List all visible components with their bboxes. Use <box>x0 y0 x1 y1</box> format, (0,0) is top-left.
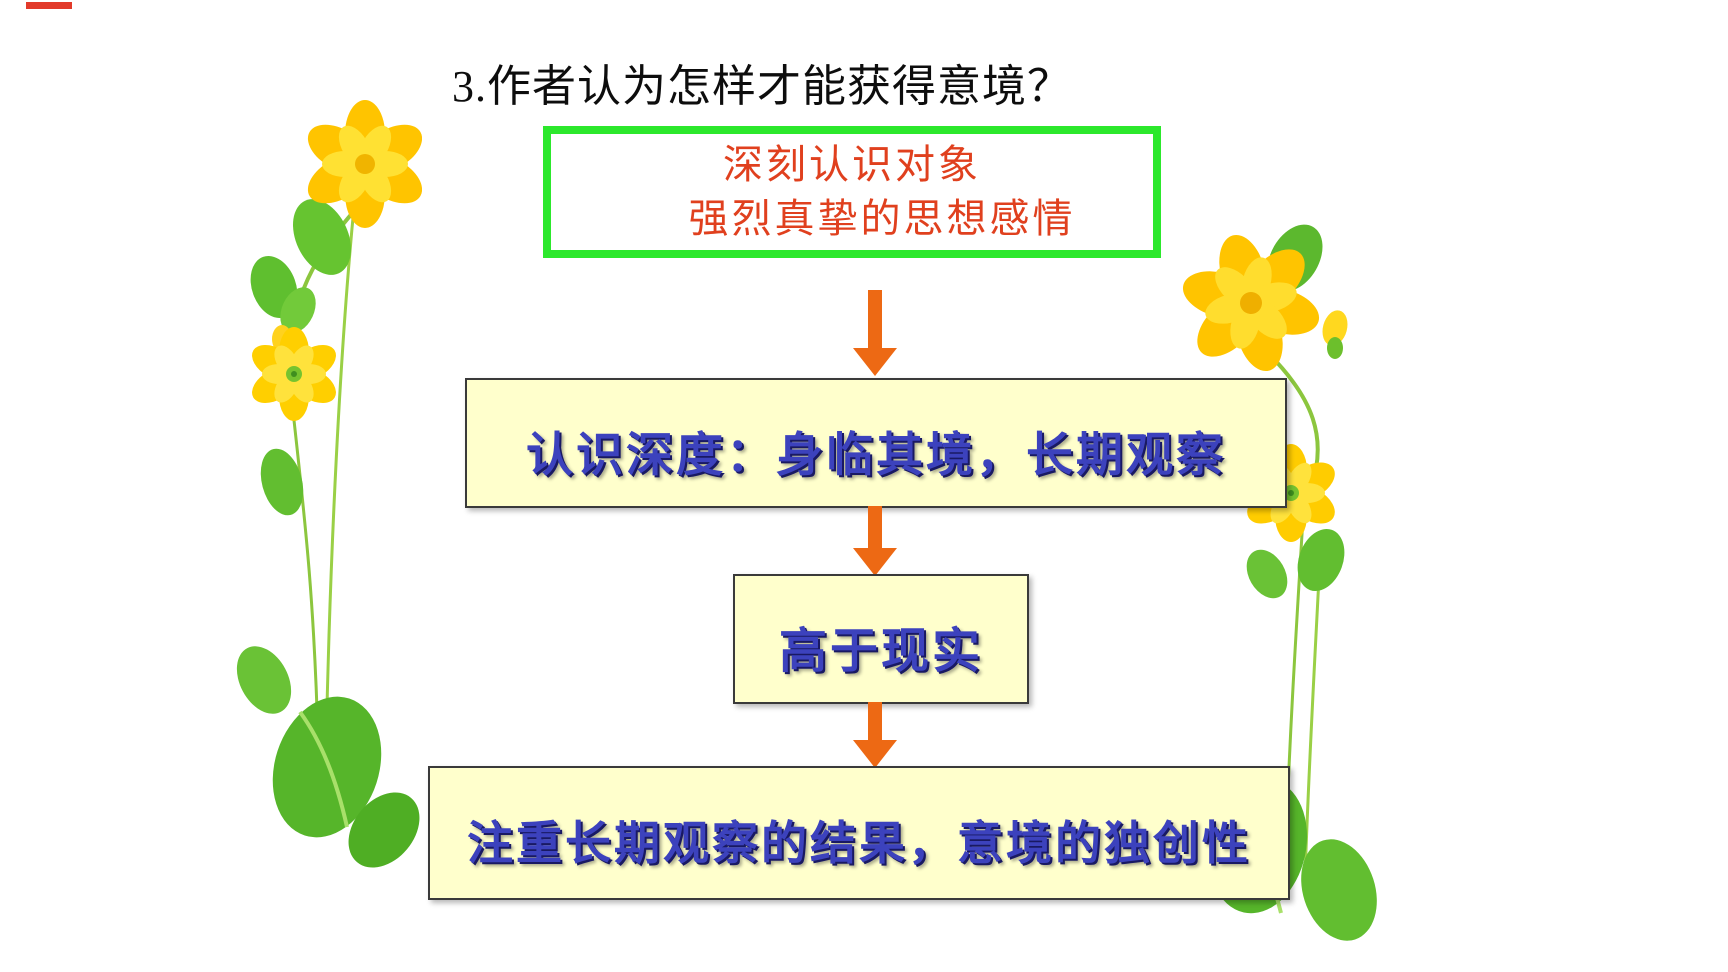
flower-vine-left-graphic <box>236 100 423 868</box>
prerequisite-box: 深刻认识对象 强烈真挚的思想感情 <box>543 126 1161 258</box>
prerequisite-line-2: 强烈真挚的思想感情 <box>688 196 1076 241</box>
flow-box-observation-result-label: 注重长期观察的结果，意境的独创性 <box>467 816 1251 870</box>
down-arrow-icon <box>853 702 897 768</box>
down-arrow-icon <box>853 506 897 576</box>
prerequisite-line-1: 深刻认识对象 <box>723 142 981 187</box>
flower-decoration-left <box>222 52 423 877</box>
flow-box-above-reality-label: 高于现实 <box>778 623 983 679</box>
slide-title: 3.作者认为怎样才能获得意境？ <box>452 62 1072 111</box>
flow-box-depth-label: 认识深度：身临其境，长期观察 <box>526 427 1226 483</box>
flow-box-depth: 认识深度：身临其境，长期观察 <box>465 378 1287 508</box>
red-corner-mark <box>26 2 72 9</box>
down-arrow-icon <box>853 290 897 376</box>
flow-box-above-reality: 高于现实 <box>733 574 1029 704</box>
flow-box-observation-result: 注重长期观察的结果，意境的独创性 <box>428 766 1290 900</box>
